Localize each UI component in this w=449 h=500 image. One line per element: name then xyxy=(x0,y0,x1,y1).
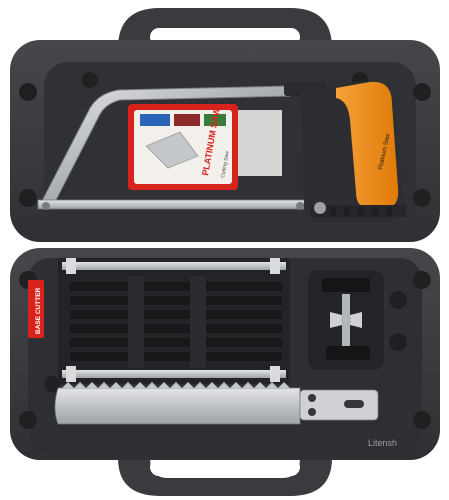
hacksaw: Platinum Saw xyxy=(37,81,406,222)
lid-peg-hole xyxy=(19,83,37,101)
base-cutter-tab: BASE CUTTER xyxy=(28,280,44,338)
tension-bolt xyxy=(342,294,350,346)
hacksaw-blade xyxy=(37,199,319,210)
blade-teeth xyxy=(61,381,291,389)
carry-handle-bottom xyxy=(118,458,332,496)
hacksaw-handle-grip xyxy=(336,81,399,208)
lid-peg-hole xyxy=(19,189,37,207)
mini-saw-bar xyxy=(62,262,286,270)
jab-saw-blade xyxy=(54,381,379,425)
lid-peg-hole xyxy=(413,83,431,101)
blade-tray xyxy=(58,258,290,384)
accessory-compartment xyxy=(308,270,384,370)
spare-blades xyxy=(70,282,282,361)
label-card: PLATINUM SAW Cutting Saw xyxy=(128,104,282,190)
mini-saw-bar xyxy=(62,370,286,378)
watermark: Litensh xyxy=(368,438,397,448)
base-cutter-label: BASE CUTTER xyxy=(35,287,42,334)
lid-peg-hole xyxy=(413,189,431,207)
label-card-subtitle: Cutting Saw xyxy=(220,150,231,178)
